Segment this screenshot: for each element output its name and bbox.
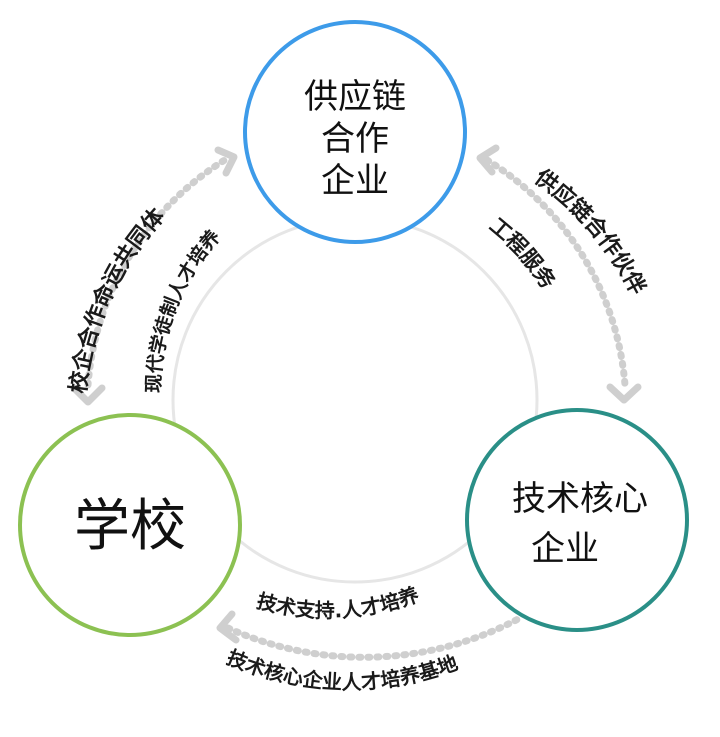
arrow-school-supply <box>70 146 238 406</box>
arrowhead-right-icon <box>214 146 238 177</box>
arrow-tech-school <box>216 610 524 661</box>
arrowhead-left-icon <box>476 144 500 176</box>
node-school: 学校 <box>18 413 242 637</box>
arrowhead-down-icon <box>606 383 642 404</box>
node-school-line-1: 学校 <box>74 494 186 559</box>
node-supply-circle <box>243 20 467 244</box>
node-school-circle <box>18 413 242 637</box>
node-supply-line-2: 合作 <box>321 119 389 159</box>
node-supply-line-3: 企业 <box>321 161 389 201</box>
node-tech-line-1: 技术核心 <box>512 479 648 519</box>
label-school-supply-inner: 现代学徒制人才培养 <box>143 225 225 393</box>
arrow-supply-tech <box>476 144 642 404</box>
label-supply-tech-inner: 工程服务 <box>485 213 560 293</box>
arrowhead-down-icon <box>70 384 106 406</box>
arrowhead-left-icon <box>216 610 240 644</box>
node-tech-circle <box>465 408 689 632</box>
node-tech-line-2: 企业 <box>531 529 599 569</box>
node-tech-core: 技术核心 企业 <box>465 408 689 632</box>
node-supply-chain: 供应链 合作 企业 <box>243 20 467 244</box>
node-supply-line-1: 供应链 <box>304 77 406 117</box>
label-tech-school-inner: 技术支持.人才培养 <box>254 582 422 622</box>
